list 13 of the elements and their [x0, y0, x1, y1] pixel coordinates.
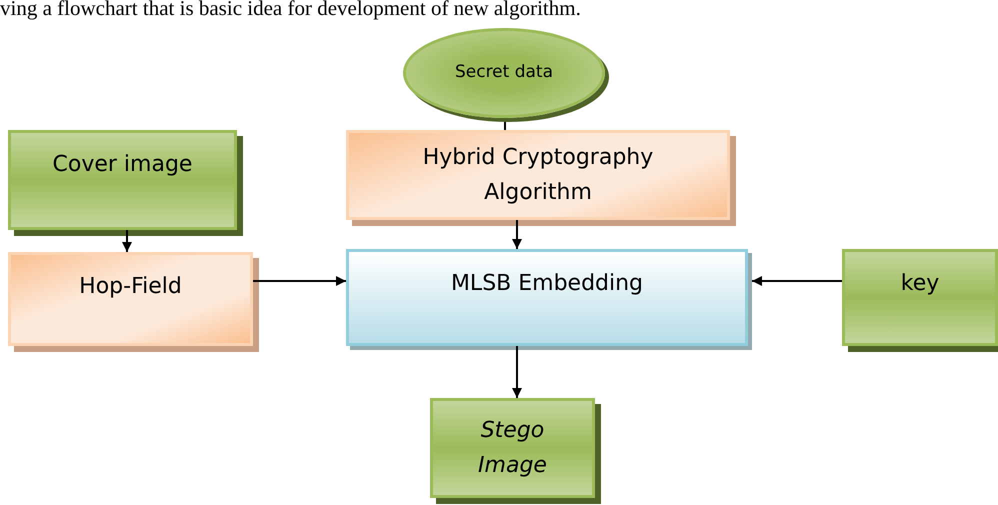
- node-label: key: [900, 270, 940, 298]
- caption-text: ving a flowchart that is basic idea for development of new algorithm.: [0, 0, 581, 21]
- node-label: Stego Image: [477, 416, 548, 480]
- node-label: Cover image: [52, 151, 192, 179]
- node-label: MLSB Embedding: [450, 270, 644, 298]
- arrow: [122, 230, 132, 252]
- node-label: Secret data: [454, 61, 554, 84]
- node-label: Hybrid Cryptography Algorithm: [422, 144, 654, 207]
- arrow: [752, 276, 842, 286]
- arrow: [512, 346, 522, 398]
- arrow: [512, 220, 522, 249]
- arrow: [253, 276, 346, 286]
- node-label: Hop-Field: [79, 273, 182, 301]
